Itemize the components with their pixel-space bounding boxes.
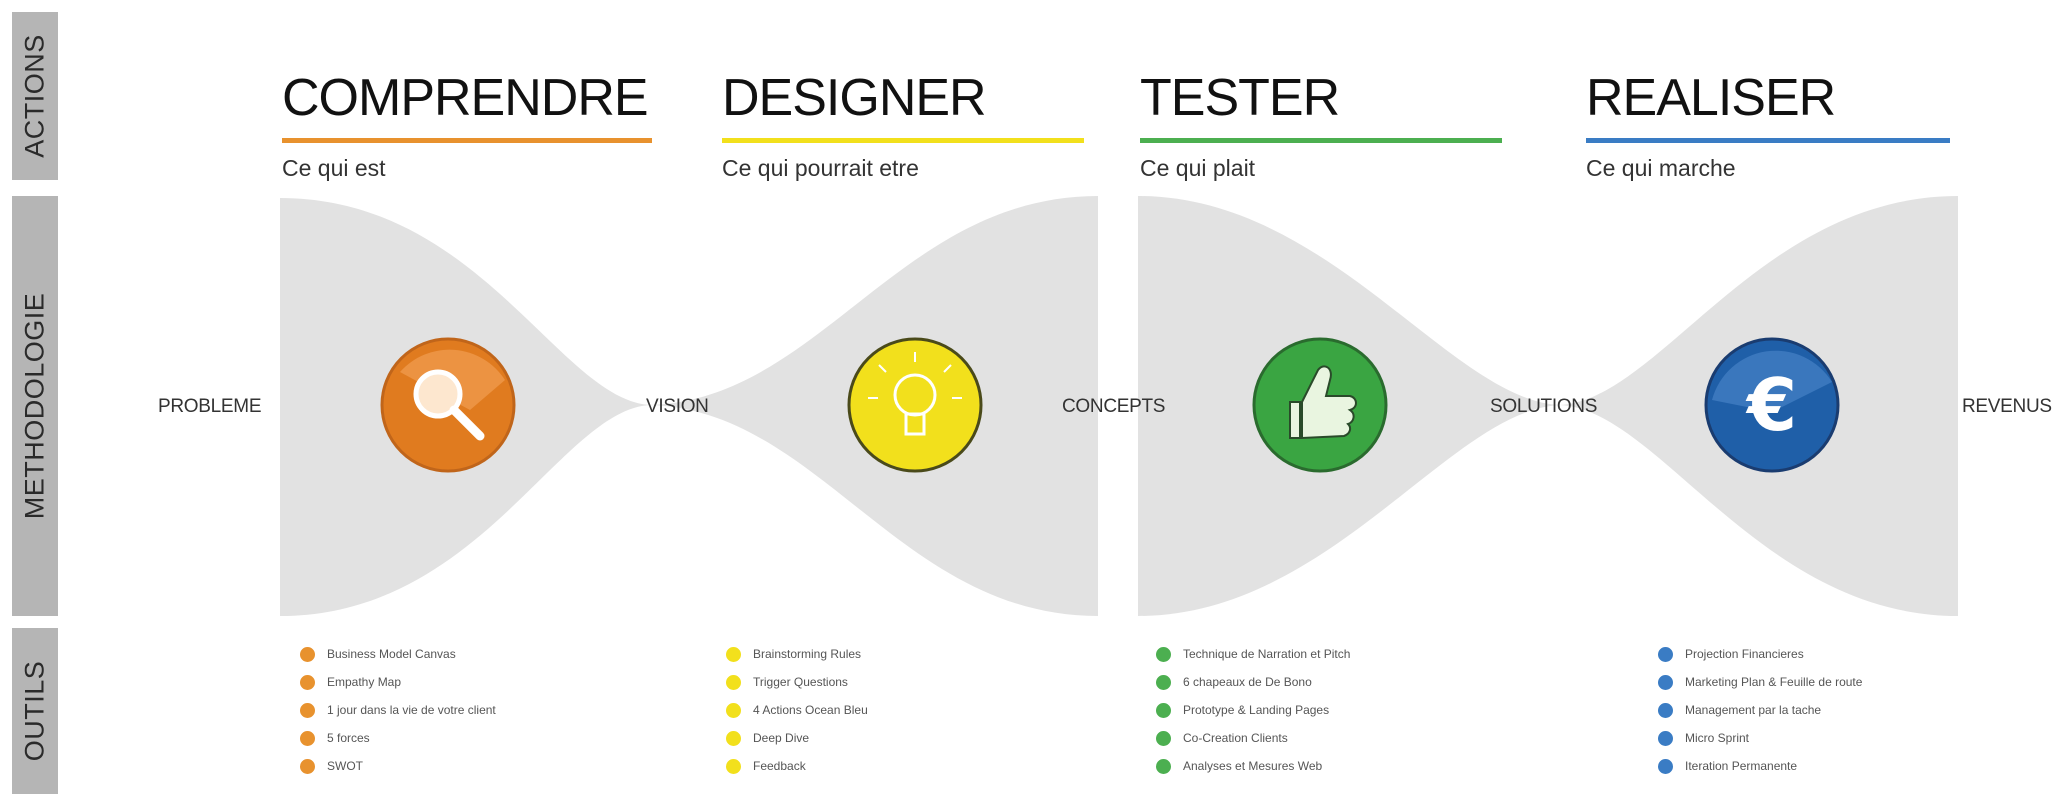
tool-label: 4 Actions Ocean Bleu: [753, 703, 868, 717]
tool-item: Empathy Map: [300, 668, 496, 696]
phase-subtitle: Ce qui pourrait etre: [722, 155, 919, 181]
stage-label-solutions: SOLUTIONS: [1490, 396, 1598, 417]
tool-item: Technique de Narration et Pitch: [1156, 640, 1350, 668]
tool-item: Deep Dive: [726, 724, 868, 752]
bullet-icon: [726, 674, 741, 690]
tool-item: Iteration Permanente: [1658, 752, 1862, 780]
phase-title: DESIGNER: [722, 69, 987, 127]
phase-tester: TESTER Ce qui plait: [1140, 68, 1502, 182]
tool-label: Micro Sprint: [1685, 731, 1750, 745]
tool-item: Management par la tache: [1658, 696, 1862, 724]
stage-label-revenus: REVENUS: [1962, 396, 2052, 417]
tool-label: Technique de Narration et Pitch: [1183, 647, 1351, 661]
tool-label: SWOT: [327, 759, 363, 773]
tools-list-comprendre: Business Model Canvas Empathy Map 1 jour…: [300, 640, 496, 780]
thumbs-up-icon: [1252, 337, 1388, 473]
bullet-icon: [726, 730, 741, 746]
tool-label: Feedback: [753, 759, 806, 773]
bullet-icon: [300, 702, 315, 718]
tool-label: Empathy Map: [327, 675, 402, 689]
phase-subtitle: Ce qui est: [282, 155, 386, 181]
phase-underline: [282, 138, 652, 143]
phase-title: REALISER: [1586, 69, 1836, 127]
phase-title: COMPRENDRE: [282, 69, 649, 127]
bullet-icon: [1156, 702, 1171, 718]
tool-item: Co-Creation Clients: [1156, 724, 1350, 752]
tool-label: Iteration Permanente: [1685, 759, 1798, 773]
lightbulb-icon: [847, 337, 983, 473]
phase-title: TESTER: [1140, 69, 1340, 127]
bullet-icon: [726, 758, 741, 774]
outils-tab: OUTILS: [12, 628, 58, 794]
bullet-icon: [300, 646, 315, 662]
svg-text:€: €: [1745, 363, 1797, 447]
phase-comprendre: COMPRENDRE Ce qui est: [282, 68, 652, 182]
tool-item: Prototype & Landing Pages: [1156, 696, 1350, 724]
phase-underline: [1140, 138, 1502, 143]
tool-item: 5 forces: [300, 724, 496, 752]
tool-label: Business Model Canvas: [327, 647, 456, 661]
bullet-icon: [1156, 758, 1171, 774]
phase-designer: DESIGNER Ce qui pourrait etre: [722, 68, 1084, 182]
tool-item: Brainstorming Rules: [726, 640, 868, 668]
bullet-icon: [1658, 646, 1673, 662]
methodologie-tab: METHODOLOGIE: [12, 196, 58, 616]
phase-underline: [722, 138, 1084, 143]
bullet-icon: [1658, 730, 1673, 746]
tool-label: Prototype & Landing Pages: [1183, 703, 1330, 717]
bullet-icon: [726, 702, 741, 718]
phase-realiser: REALISER Ce qui marche: [1586, 68, 1950, 182]
tool-item: Analyses et Mesures Web: [1156, 752, 1350, 780]
tool-item: Feedback: [726, 752, 868, 780]
tool-label: Co-Creation Clients: [1183, 731, 1288, 745]
phase-subtitle: Ce qui plait: [1140, 155, 1256, 181]
tool-item: 6 chapeaux de De Bono: [1156, 668, 1350, 696]
tool-item: Business Model Canvas: [300, 640, 496, 668]
bullet-icon: [1156, 674, 1171, 690]
tool-item: 1 jour dans la vie de votre client: [300, 696, 496, 724]
tool-label: Brainstorming Rules: [753, 647, 862, 661]
actions-tab: ACTIONS: [12, 12, 58, 180]
tool-label: 1 jour dans la vie de votre client: [327, 703, 496, 717]
tool-label: Trigger Questions: [753, 675, 848, 689]
magnifier-icon: [380, 337, 516, 473]
tool-label: Projection Financieres: [1685, 647, 1804, 661]
tool-label: Management par la tache: [1685, 703, 1822, 717]
bullet-icon: [300, 674, 315, 690]
tool-label: 6 chapeaux de De Bono: [1183, 675, 1312, 689]
tool-item: Projection Financieres: [1658, 640, 1862, 668]
stage-label-vision: VISION: [646, 396, 709, 417]
bullet-icon: [300, 758, 315, 774]
tool-item: Marketing Plan & Feuille de route: [1658, 668, 1862, 696]
tool-label: Deep Dive: [753, 731, 810, 745]
euro-icon: €: [1704, 337, 1840, 473]
bullet-icon: [726, 646, 741, 662]
tools-list-tester: Technique de Narration et Pitch 6 chapea…: [1156, 640, 1350, 780]
phase-subtitle: Ce qui marche: [1586, 155, 1736, 181]
tool-item: Micro Sprint: [1658, 724, 1862, 752]
tool-item: Trigger Questions: [726, 668, 868, 696]
bullet-icon: [1658, 758, 1673, 774]
tool-label: 5 forces: [327, 731, 370, 745]
bullet-icon: [1156, 730, 1171, 746]
tool-label: Marketing Plan & Feuille de route: [1685, 675, 1863, 689]
bullet-icon: [1658, 702, 1673, 718]
tools-list-designer: Brainstorming Rules Trigger Questions 4 …: [726, 640, 868, 780]
bullet-icon: [300, 730, 315, 746]
tools-list-realiser: Projection Financieres Marketing Plan & …: [1658, 640, 1862, 780]
phase-underline: [1586, 138, 1950, 143]
bullet-icon: [1156, 646, 1171, 662]
tool-item: 4 Actions Ocean Bleu: [726, 696, 868, 724]
bullet-icon: [1658, 674, 1673, 690]
tool-item: SWOT: [300, 752, 496, 780]
stage-label-concepts: CONCEPTS: [1062, 396, 1166, 417]
stage-label-probleme: PROBLEME: [158, 396, 262, 417]
tool-label: Analyses et Mesures Web: [1183, 759, 1323, 773]
